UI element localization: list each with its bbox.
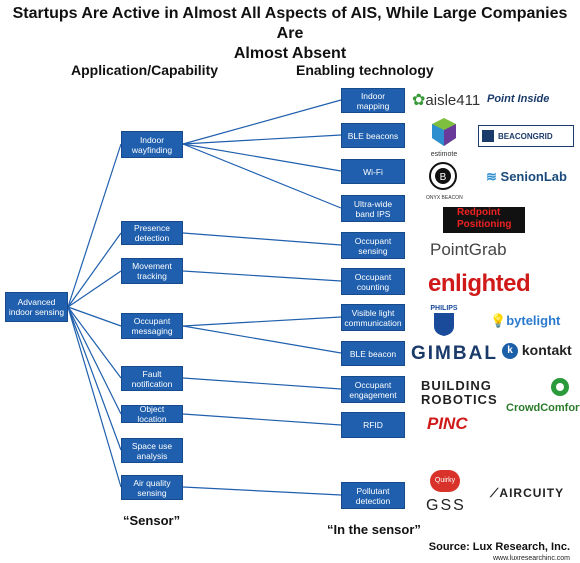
logo-redpoint-positioning: Redpoint Positioning (443, 207, 525, 233)
beacongrid-icon (482, 130, 494, 142)
connector-root-wayfinding (67, 143, 122, 308)
connector-movement-counting (182, 270, 342, 282)
logo-pointgrab: PointGrab (430, 240, 507, 259)
lightbulb-icon: 💡 (490, 313, 507, 328)
column-header-application: Application/Capability (71, 62, 219, 78)
tech-node-occupant-counting: Occupant counting (341, 268, 405, 295)
tech-node-indoor-mapping: Indoor mapping (341, 88, 405, 113)
title-line-2: Almost Absent (233, 45, 347, 62)
page-title: Startups Are Active in Almost All Aspect… (0, 4, 580, 64)
connector-wayfinding-uwb (182, 143, 342, 209)
connector-root-presence (67, 232, 122, 308)
connector-root-air (67, 306, 122, 488)
logo-philips: PHILIPS (427, 305, 461, 339)
connector-presence-sensing (182, 232, 342, 246)
svg-text:B: B (440, 172, 447, 183)
app-node-object-location: Object location (121, 404, 183, 424)
onyx-beacon-icon: B (429, 162, 457, 190)
app-node-occupant-messaging: Occupant messaging (121, 313, 183, 339)
caption-in-the-sensor: “In the sensor” (327, 522, 421, 537)
logo-estimote: estimote (424, 118, 464, 158)
tech-node-ultra-wide-band-ips: Ultra-wide band IPS (341, 195, 405, 222)
connector-air-pollutant (182, 486, 342, 496)
logo-building-robotics: BUILDING ROBOTICS (421, 378, 498, 407)
title-line-1: Startups Are Active in Almost All Aspect… (12, 5, 568, 42)
logo-pinc: PINC (427, 414, 468, 433)
logo-senionlab: ≋ SenionLab (486, 169, 567, 184)
connector-wayfinding-mapping (182, 99, 342, 145)
caption-sensor: “Sensor” (123, 513, 181, 528)
app-node-movement-tracking: Movement tracking (121, 258, 183, 284)
philips-shield-icon (434, 313, 454, 336)
source-url: www.luxresearchinc.com (492, 555, 570, 562)
logo-kontakt: k kontakt (502, 342, 572, 360)
logo-bytelight: 💡bytelight (490, 313, 561, 328)
root-node-advanced-indoor-sensing: Advanced indoor sensing (5, 292, 68, 322)
tech-node-wifi: Wi-Fi (341, 159, 405, 184)
app-node-indoor-wayfinding: Indoor wayfinding (121, 131, 183, 158)
aisle411-icon: ✿ (412, 92, 426, 109)
tech-node-pollutant-detection: Pollutant detection (341, 482, 405, 509)
app-node-air-quality-sensing: Air quality sensing (121, 475, 183, 500)
kontakt-icon: k (502, 343, 518, 360)
connector-root-object (67, 306, 122, 415)
connector-messaging-vlc (182, 316, 342, 327)
logo-gss: GSS (426, 497, 466, 514)
app-node-fault-notification: Fault notification (121, 366, 183, 391)
logo-aisle411: ✿aisle411 (412, 92, 481, 109)
connector-root-fault (67, 306, 122, 379)
tech-node-rfid: RFID (341, 412, 405, 438)
tech-node-ble-beacon: BLE beacon (341, 341, 405, 366)
connector-wayfinding-ble (182, 134, 342, 145)
tech-node-occupant-sensing: Occupant sensing (341, 232, 405, 259)
connector-root-space (67, 306, 122, 451)
aircuity-icon: ⟋ (490, 486, 500, 500)
connector-root-movement (67, 270, 122, 308)
connector-root-messaging (67, 306, 122, 327)
connector-fault-engagement (182, 377, 342, 390)
logo-crowdcomfort: CrowdComfort (506, 377, 580, 414)
crowdcomfort-icon (550, 378, 569, 396)
logo-aircuity: ⟋AIRCUITY (490, 486, 565, 500)
tech-node-visible-light-communication: Visible light communication (341, 304, 405, 331)
source-credit: Source: Lux Research, Inc. (428, 541, 570, 553)
app-node-presence-detection: Presence detection (121, 221, 183, 245)
connector-messaging-ble (182, 325, 342, 354)
app-node-space-use-analysis: Space use analysis (121, 438, 183, 463)
logo-onyx-beacon: B ONYX BEACON (426, 162, 463, 201)
estimote-icon (432, 118, 456, 146)
column-header-technology: Enabling technology (296, 62, 434, 78)
senionlab-icon: ≋ (486, 169, 497, 184)
logo-gimbal: GIMBAL (411, 343, 498, 364)
connector-wayfinding-wifi (182, 143, 342, 172)
logo-enlighted: enlighted (428, 270, 531, 297)
logo-point-inside: Point Inside (487, 93, 550, 105)
logo-quirky: Quirky (430, 470, 460, 492)
tech-node-occupant-engagement: Occupant engagement (341, 376, 405, 403)
tech-node-ble-beacons: BLE beacons (341, 123, 405, 148)
connector-object-rfid (182, 413, 342, 426)
logo-beacongrid: BEACONGRID (478, 125, 574, 147)
